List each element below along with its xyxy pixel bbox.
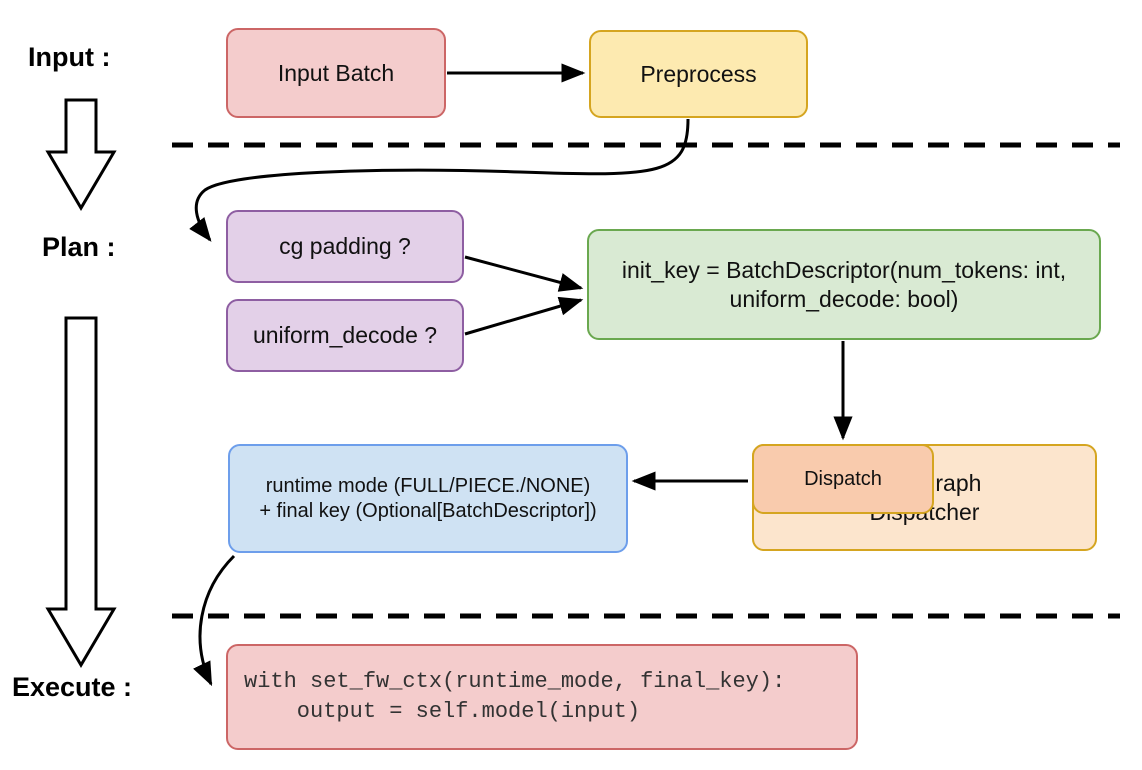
node-connectors — [189, 63, 853, 687]
node-preprocess[interactable]: Preprocess — [589, 30, 808, 118]
node-label-cg-padding: cg padding ? — [279, 233, 411, 260]
node-label-runtime-mode: runtime mode (FULL/PIECE./NONE)+ final k… — [259, 474, 597, 522]
node-label-input-batch: Input Batch — [277, 59, 395, 86]
node-label-preprocess: Preprocess — [640, 60, 757, 87]
node-label-uniform-decode: uniform_decode ? — [252, 322, 438, 349]
node-input-batch[interactable]: Input Batch — [226, 28, 446, 118]
node-label-dispatch: Dispatch — [804, 467, 882, 490]
section-separators — [172, 142, 1120, 619]
uniform-decode-to-init-key — [464, 296, 584, 336]
node-execute-code[interactable]: with set_fw_ctx(runtime_mode, final_key)… — [226, 644, 858, 750]
plan-to-execute-arrow — [45, 316, 117, 668]
node-label-init-key: init_key = BatchDescriptor(num_tokens: i… — [621, 256, 1067, 312]
cg-padding-to-init-key — [464, 255, 584, 292]
node-init-key[interactable]: init_key = BatchDescriptor(num_tokens: i… — [587, 229, 1101, 340]
stage-label-input: Input : — [28, 42, 111, 72]
node-label-execute-code: with set_fw_ctx(runtime_mode, final_key)… — [244, 669, 786, 724]
node-cg-padding[interactable]: cg padding ? — [226, 210, 464, 283]
runtime-mode-to-execute — [193, 554, 236, 687]
stage-flow-arrows — [45, 98, 117, 668]
input-to-plan-arrow — [45, 98, 117, 211]
stage-label-execute: Execute : — [12, 672, 133, 702]
node-uniform-decode[interactable]: uniform_decode ? — [226, 299, 464, 372]
stage-label-plan: Plan : — [42, 232, 116, 262]
preprocess-to-cg-padding — [189, 118, 690, 242]
node-runtime-mode[interactable]: runtime mode (FULL/PIECE./NONE)+ final k… — [228, 444, 628, 553]
node-dispatch[interactable]: Dispatch — [752, 444, 934, 514]
